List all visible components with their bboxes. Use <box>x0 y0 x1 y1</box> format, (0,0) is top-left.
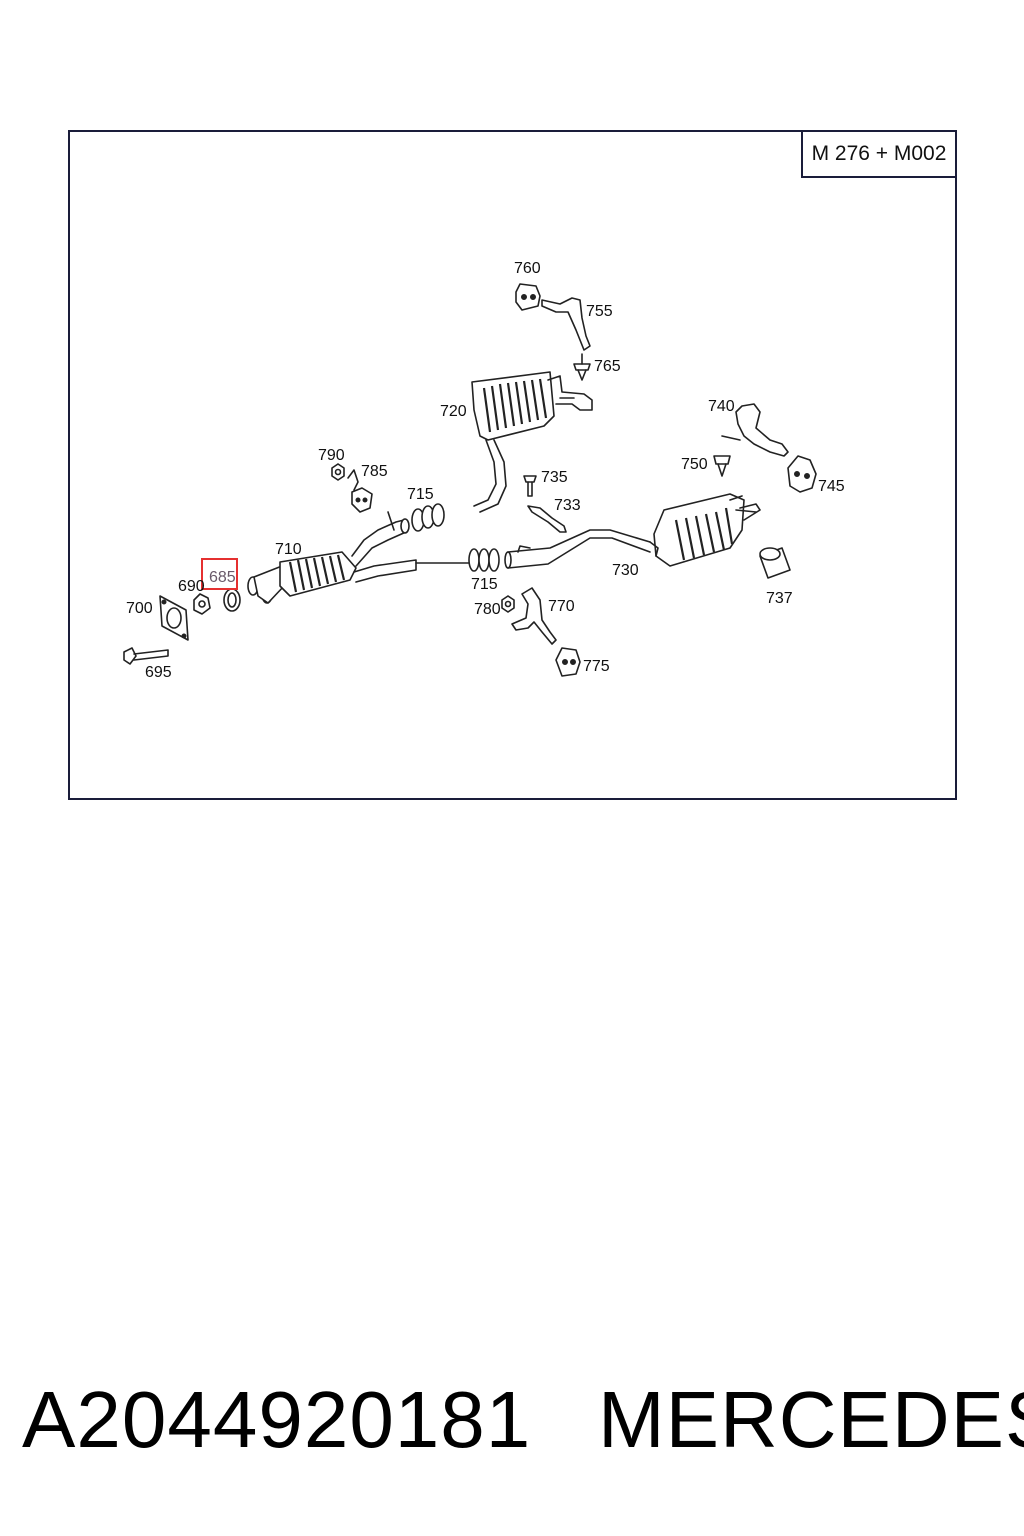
part-755-bracket[interactable] <box>541 297 591 351</box>
brand-name: MERCEDES <box>598 1375 1024 1464</box>
callout-770: 770 <box>548 598 575 615</box>
exhaust-system-diagram: 760 755 765 720 740 750 745 790 785 715 … <box>123 260 845 681</box>
footer: A2044920181 MERCEDES <box>0 1370 1024 1470</box>
part-700-flange-gasket[interactable] <box>159 595 189 641</box>
highlight-box <box>201 558 238 590</box>
callout-780: 780 <box>474 601 501 618</box>
callout-745: 745 <box>818 478 845 495</box>
callout-737: 737 <box>766 590 793 607</box>
callout-690: 690 <box>178 578 205 595</box>
callout-790: 790 <box>318 447 345 464</box>
part-695-bolt[interactable] <box>123 647 169 665</box>
callout-685: 685 <box>209 569 236 586</box>
callout-735: 735 <box>541 469 568 486</box>
part-740-bracket[interactable] <box>721 403 789 457</box>
part-745-rubber-mount[interactable] <box>787 455 817 493</box>
callout-695: 695 <box>145 664 172 681</box>
part-775-rubber-mount[interactable] <box>555 647 581 677</box>
callout-765: 765 <box>594 358 621 375</box>
part-737-sleeve[interactable] <box>759 547 791 579</box>
part-715-clamp-upper[interactable] <box>411 503 445 532</box>
callout-715-lower: 715 <box>471 576 498 593</box>
callout-750: 750 <box>681 456 708 473</box>
callout-760: 760 <box>514 260 541 277</box>
part-765-screw[interactable] <box>573 353 591 381</box>
part-785-rubber-hanger[interactable] <box>347 469 373 513</box>
part-715-clamp-lower[interactable] <box>468 548 500 572</box>
part-710-front-pipe-catalyst[interactable] <box>247 511 471 604</box>
callout-710: 710 <box>275 541 302 558</box>
part-770-bracket[interactable] <box>511 587 557 645</box>
callout-775: 775 <box>583 658 610 675</box>
model-code-box: M 276 + M002 <box>801 130 957 178</box>
callout-740: 740 <box>708 398 735 415</box>
callout-730: 730 <box>612 562 639 579</box>
part-735-screw[interactable] <box>523 475 537 497</box>
callout-785: 785 <box>361 463 388 480</box>
part-780-nut[interactable] <box>501 595 515 613</box>
part-790-nut[interactable] <box>331 463 345 481</box>
part-730-rear-muffler[interactable] <box>504 493 761 569</box>
callout-755: 755 <box>586 303 613 320</box>
model-code-label: M 276 + M002 <box>811 142 947 165</box>
part-685-gasket-ring[interactable] <box>223 588 241 612</box>
part-750-screw[interactable] <box>713 455 731 477</box>
part-720-middle-muffler[interactable] <box>471 371 593 513</box>
part-690-clamp[interactable] <box>193 593 211 615</box>
diagram-frame <box>68 130 957 800</box>
callout-700: 700 <box>126 600 153 617</box>
callout-720: 720 <box>440 403 467 420</box>
part-760-rubber-mount[interactable] <box>515 283 541 311</box>
callout-733: 733 <box>554 497 581 514</box>
part-number: A2044920181 <box>22 1375 532 1464</box>
part-733-bracket[interactable] <box>527 505 567 533</box>
callout-715-upper: 715 <box>407 486 434 503</box>
